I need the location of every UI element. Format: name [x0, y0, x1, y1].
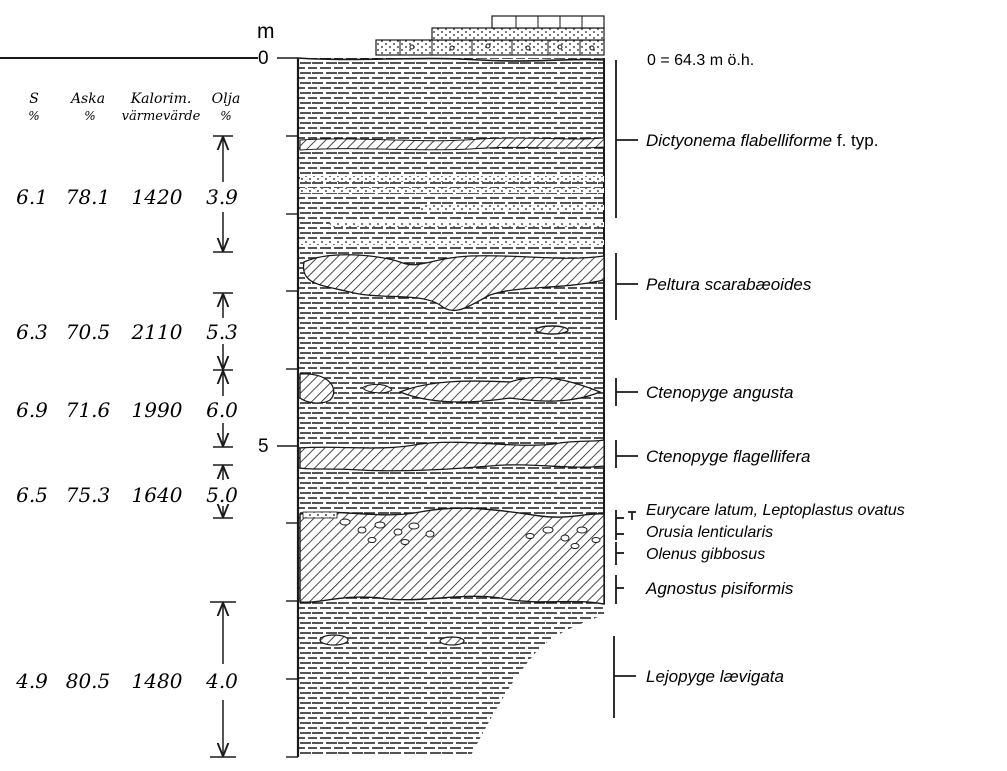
scale-unit: m	[257, 20, 275, 43]
header-s-unit: %	[28, 109, 39, 123]
row1-aska: 78.1	[66, 185, 111, 209]
zone-dictyonema: Dictyonema flabelliforme f. typ.	[646, 131, 878, 150]
header-s: S	[29, 91, 39, 107]
row5-s: 4.9	[15, 669, 48, 693]
header-aska: Aska	[69, 91, 105, 107]
row1-s: 6.1	[16, 185, 48, 209]
row2-olja: 5.3	[206, 320, 238, 344]
row4-kalorim: 1640	[132, 483, 183, 507]
row5-olja: 4.0	[205, 669, 238, 693]
zone-eurycare: Eurycare latum, Leptoplastus ovatus	[646, 502, 905, 519]
zone-olenus: Olenus gibbosus	[646, 546, 765, 563]
row4-s: 6.5	[16, 483, 48, 507]
row1-kalorim: 1420	[132, 185, 183, 209]
row2-aska: 70.5	[66, 320, 111, 344]
depth-scale: m 0 5	[257, 20, 298, 758]
scale-tick-0: 0	[258, 48, 269, 69]
row2-s: 6.3	[16, 320, 48, 344]
row3-kalorim: 1990	[132, 398, 183, 422]
datum-label: 0 = 64.3 m ö.h.	[647, 52, 754, 69]
zone-lejopyge: Lejopyge lævigata	[646, 667, 784, 686]
sample-interval-arrows	[210, 135, 236, 758]
row1-olja: 3.9	[206, 185, 238, 209]
zone-ctenopyge-flagellifera: Ctenopyge flagellifera	[646, 447, 810, 466]
row4-aska: 75.3	[66, 483, 111, 507]
lithology-column	[296, 15, 605, 757]
scale-tick-5: 5	[258, 436, 269, 457]
alum-shale	[298, 58, 604, 757]
overburden-upper	[431, 27, 605, 41]
header-olja: Olja	[212, 91, 241, 107]
row3-aska: 71.6	[66, 398, 111, 422]
zone-brackets	[613, 60, 638, 718]
row5-kalorim: 1480	[132, 669, 183, 693]
header-varmevarde: värmevärde	[122, 109, 201, 124]
overburden-limestone	[491, 15, 605, 29]
header-olja-unit: %	[220, 109, 231, 123]
row3-s: 6.9	[16, 398, 48, 422]
header-kalorim: Kalorim.	[130, 91, 192, 107]
row4-olja: 5.0	[206, 483, 238, 507]
row3-olja: 6.0	[206, 398, 238, 422]
row5-aska: 80.5	[66, 669, 111, 693]
data-table: S % Aska % Kalorim. värmevärde Olja % 6.…	[15, 91, 241, 758]
header-aska-unit: %	[84, 109, 95, 123]
zone-orusia: Orusia lenticularis	[646, 524, 773, 541]
zone-agnostus: Agnostus pisiformis	[645, 579, 794, 598]
row2-kalorim: 2110	[131, 320, 183, 344]
zone-ctenopyge-angusta: Ctenopyge angusta	[646, 383, 793, 402]
zone-peltura: Peltura scarabæoides	[646, 275, 812, 294]
